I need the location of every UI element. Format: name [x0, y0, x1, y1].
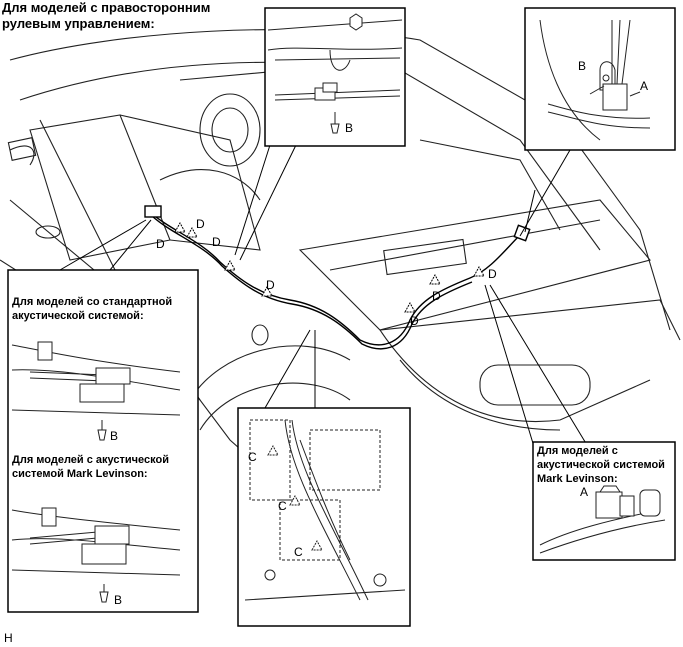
inset-bottom-middle: C C C: [237, 407, 411, 627]
title-line-2: рулевым управлением:: [2, 16, 155, 31]
inset-standard-title: Для моделей со стандартной акустической …: [12, 295, 172, 323]
inset-ml-line-1: Для моделей с акустической: [12, 454, 169, 466]
inset-standard-line-2: акустической системой:: [12, 310, 144, 322]
inset-right-line-2: акустической системой: [537, 459, 665, 471]
label-d-7: D: [488, 267, 497, 281]
page-title: Для моделей с правосторонним рулевым упр…: [2, 0, 210, 32]
inset-ml-title: Для моделей с акустической системой Mark…: [12, 453, 169, 481]
inset-top-right-label-b: B: [578, 59, 586, 73]
inset-right-line-3: Mark Levinson:: [537, 473, 618, 485]
inset-bottom-right: A: [532, 441, 676, 561]
inset-right-title: Для моделей с акустической системой Mark…: [537, 444, 665, 486]
leader-lines: [59, 144, 591, 451]
harness-labels: D D D D D D D: [156, 217, 497, 328]
inset-top-right: B A: [524, 7, 676, 151]
label-d-6: D: [410, 314, 419, 328]
inset-bottom-label-c3: C: [294, 545, 303, 559]
title-line-1: Для моделей с правосторонним: [2, 0, 211, 15]
inset-ml-line-2: системой Mark Levinson:: [12, 468, 148, 480]
inset-standard-line-1: Для моделей со стандартной: [12, 296, 173, 308]
inset-right-line-1: Для моделей с: [537, 445, 618, 457]
inset-left-label-b-lower: B: [114, 593, 122, 607]
inset-left: B B: [7, 269, 199, 613]
label-d-4: D: [266, 278, 275, 292]
label-d-1: D: [196, 217, 205, 231]
label-d-2: D: [156, 237, 165, 251]
inset-bottom-label-c2: C: [278, 499, 287, 513]
inset-bottom-right-label-a: A: [580, 485, 588, 499]
footer-code: H: [4, 631, 13, 645]
label-d-3: D: [212, 235, 221, 249]
wire-harness: [144, 205, 531, 350]
inset-left-label-b-upper: B: [110, 429, 118, 443]
inset-top-label-b: B: [345, 121, 353, 135]
inset-top-middle: B: [264, 7, 406, 147]
inset-bottom-label-c1: C: [248, 450, 257, 464]
inset-top-right-label-a: A: [640, 79, 648, 93]
clamp-markers: [174, 221, 485, 313]
label-d-5: D: [432, 289, 441, 303]
